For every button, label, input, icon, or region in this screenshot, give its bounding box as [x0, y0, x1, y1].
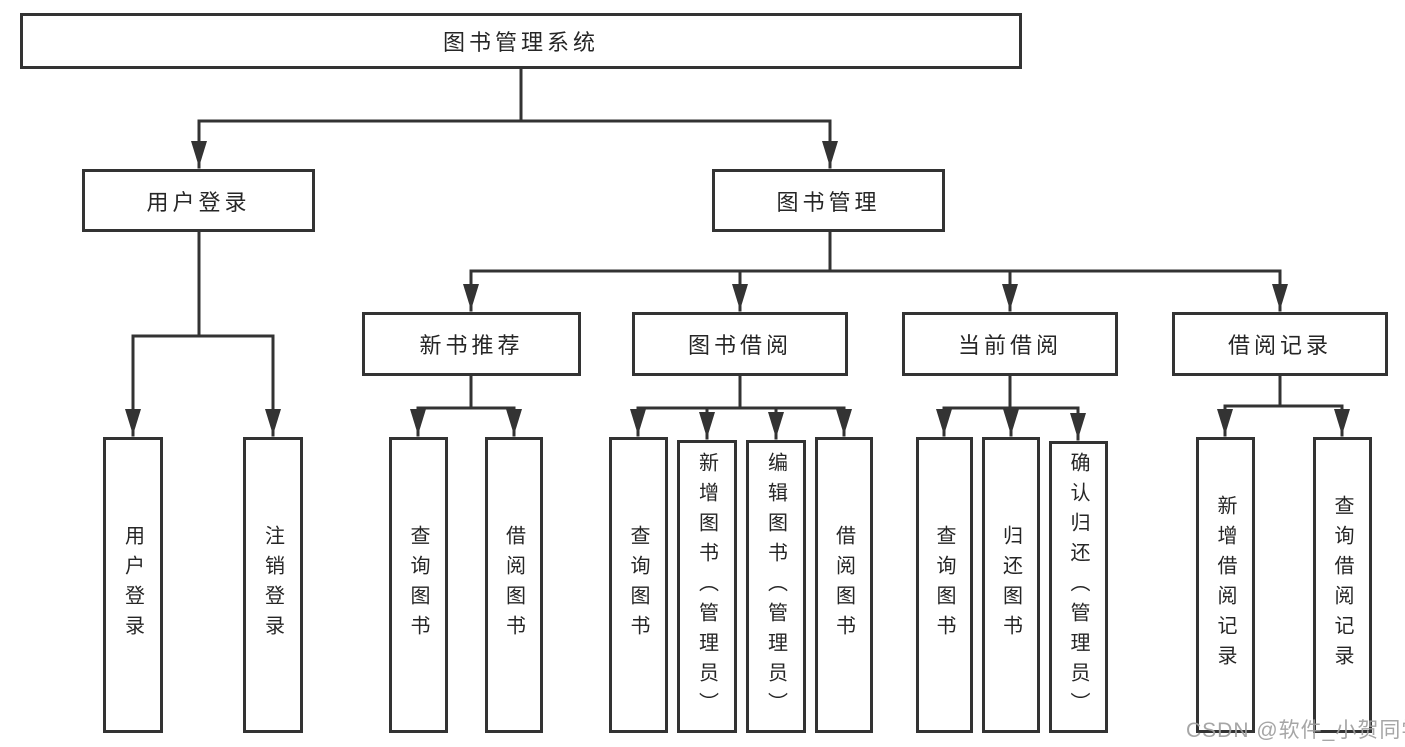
connector-borrow-children — [630, 374, 852, 440]
leaf-borrow-books: 借阅图书 — [485, 437, 543, 733]
leaf-user-login: 用户登录 — [103, 437, 163, 733]
node-label: 图书管理 — [776, 189, 881, 215]
node-book-borrowing: 图书借阅 — [632, 312, 848, 376]
leaf-query-books: 查询图书 — [389, 437, 448, 733]
node-current-borrowing: 当前借阅 — [902, 312, 1118, 376]
leaf-borrow-books: 借阅图书 — [815, 437, 873, 733]
node-label: 借阅记录 — [1227, 333, 1332, 358]
node-label: 注销登录 — [261, 525, 284, 645]
node-label: 查询借阅记录 — [1331, 495, 1353, 675]
node-user-login: 用户登录 — [82, 169, 315, 232]
leaf-query-borrow-record: 查询借阅记录 — [1313, 437, 1372, 733]
connector-current-children — [936, 374, 1086, 441]
csdn-watermark: CSDN @软件_小贺同学 — [1186, 719, 1405, 742]
node-label: 图书管理系统 — [442, 30, 599, 55]
connector-book-mgmt-children — [463, 230, 1288, 312]
connector-user-login-children — [125, 230, 281, 437]
leaf-edit-books-admin: 编辑图书（管理员） — [746, 440, 806, 733]
connector-records-children — [1217, 374, 1350, 437]
node-borrowing-records: 借阅记录 — [1172, 312, 1388, 376]
node-library-system: 图书管理系统 — [20, 13, 1022, 69]
node-new-book-recommend: 新书推荐 — [362, 312, 581, 376]
node-label: 查询图书 — [407, 525, 429, 645]
node-label: 编辑图书（管理员） — [764, 451, 787, 722]
connector-new-rec-children — [410, 374, 522, 437]
leaf-add-books-admin: 新增图书（管理员） — [677, 440, 737, 733]
node-label: 查询图书 — [627, 525, 649, 645]
node-label: 新书推荐 — [419, 333, 524, 358]
node-label: 图书借阅 — [687, 333, 792, 358]
node-label: 查询图书 — [933, 525, 955, 645]
node-label: 借阅图书 — [832, 525, 855, 645]
node-label: 当前借阅 — [957, 333, 1062, 358]
leaf-logout: 注销登录 — [243, 437, 303, 733]
node-label: 用户登录 — [121, 525, 144, 645]
leaf-add-borrow-record: 新增借阅记录 — [1196, 437, 1255, 733]
node-label: 归还图书 — [999, 525, 1022, 645]
node-label: 用户登录 — [146, 189, 251, 215]
leaf-confirm-return-admin: 确认归还（管理员） — [1049, 441, 1108, 733]
connector-root-to-level2 — [191, 67, 838, 169]
node-book-management: 图书管理 — [712, 169, 945, 232]
leaf-query-books: 查询图书 — [609, 437, 668, 733]
node-label: 新增借阅记录 — [1214, 495, 1236, 675]
leaf-return-books: 归还图书 — [982, 437, 1040, 733]
leaf-query-books: 查询图书 — [916, 437, 973, 733]
node-label: 新增图书（管理员） — [695, 451, 718, 722]
node-label: 确认归还（管理员） — [1067, 452, 1089, 722]
node-label: 借阅图书 — [502, 525, 525, 645]
